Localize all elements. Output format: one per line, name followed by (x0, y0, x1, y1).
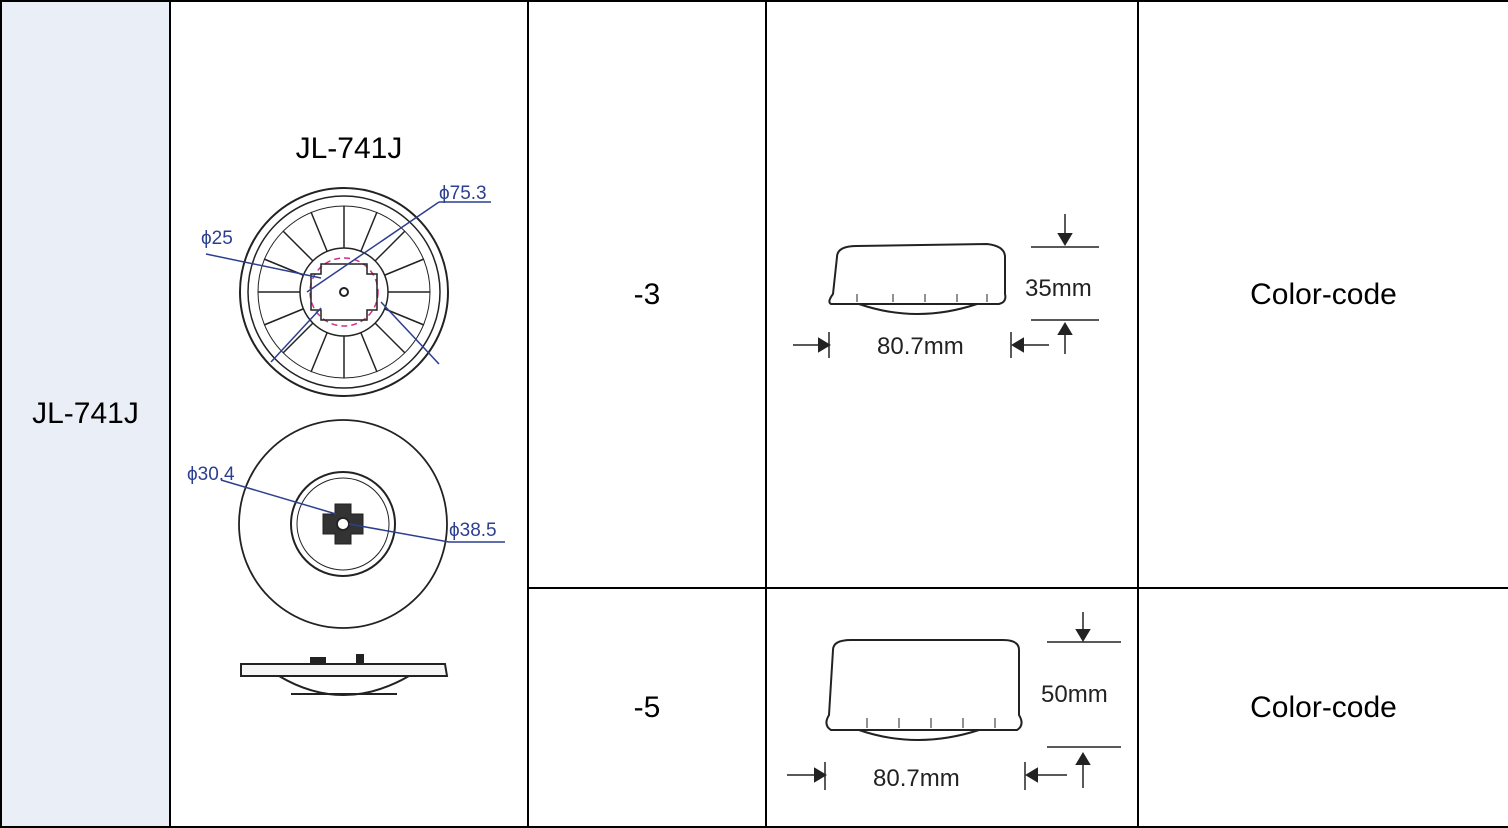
technical-drawing: ϕ75.3 ϕ25 ϕ30.4 ϕ38.5 (187, 183, 505, 696)
variant-profile-cell: 50mm 80.7mm (765, 587, 1139, 828)
variant-suffix-cell: -3 (527, 0, 767, 589)
variant-profile-cell: 35mm 80.7mm (765, 0, 1139, 589)
color-code-cell: Color-code (1137, 587, 1508, 828)
top-view-drawing (205, 187, 491, 397)
width-label: 80.7mm (873, 765, 960, 792)
model-cell: JL-741J (0, 0, 171, 828)
side-view-drawing (240, 654, 449, 696)
height-label: 35mm (1025, 275, 1092, 302)
variant-suffix: -5 (633, 690, 661, 724)
dim-bottom-outer: ϕ38.5 (449, 520, 497, 541)
variant-suffix: -3 (633, 277, 661, 311)
height-label: 50mm (1041, 681, 1108, 708)
model-name: JL-741J (32, 397, 139, 430)
variant-suffix-cell: -5 (527, 587, 767, 828)
width-label: 80.7mm (877, 333, 964, 360)
dim-top-outer: ϕ75.3 (439, 183, 487, 204)
drawing-title: JL-741J (295, 132, 403, 165)
variant-5-profile-drawing: 50mm 80.7mm (787, 611, 1121, 792)
bottom-view-drawing (220, 419, 505, 629)
color-code-label: Color-code (1250, 690, 1397, 724)
technical-drawing-cell: JL-741J (169, 0, 529, 828)
color-code-cell: Color-code (1137, 0, 1508, 589)
color-code-label: Color-code (1250, 277, 1397, 311)
dim-top-inner: ϕ25 (201, 228, 233, 249)
dim-bottom-inner: ϕ30.4 (187, 464, 235, 485)
variant-3-profile-drawing: 35mm 80.7mm (793, 214, 1099, 360)
